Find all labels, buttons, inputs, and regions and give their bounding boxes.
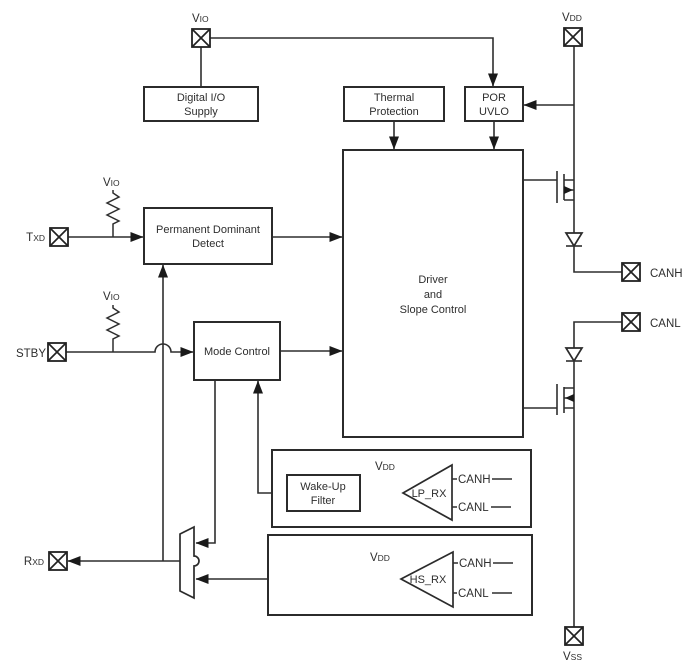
block-label: Filter [311,495,336,507]
hs-rx-canh-label: CANH [459,558,492,570]
lp-rx-supply-label: VDD [375,461,395,473]
pin-txd: TXD [26,227,69,247]
mosfet-low-side [556,384,574,415]
block-label: Permanent Dominant [156,224,260,236]
block-label: Driver [418,274,448,286]
pullup-resistor-txd: VIO [103,177,121,237]
mosfet-high-side [556,171,574,203]
pin-label-stby: STBY [16,348,46,360]
pin-cross [621,262,641,282]
diode-triangle [564,232,584,248]
block-label: POR [482,92,506,104]
mux-body [179,525,200,600]
resistor-zigzag [105,190,121,237]
pin-cross [564,626,584,646]
pin-canh: CANH [621,262,683,282]
pin-cross [49,227,69,247]
block-label: Thermal [374,92,414,104]
pullup-resistor-stby: VIO [103,291,121,352]
resistor-zigzag [105,305,121,352]
block-hs-rx-section: VDD HS_RX CANH CANL [267,534,533,616]
pin-label-rxd: RXD [24,556,44,568]
pullup-vio-label: VIO [103,291,120,303]
pin-label-vdd: VDD [562,12,582,24]
pin-label-txd: TXD [26,232,45,244]
hs-rx-canl-label: CANL [458,588,489,600]
pin-cross [47,342,67,362]
mux-rxd-select [179,525,200,600]
block-label: Detect [192,238,224,250]
block-label: Protection [369,106,419,118]
block-mode-control: Mode Control [193,321,281,381]
block-lp-rx-section: VDD Wake-Up Filter LP_RX CANH CANL [271,449,532,528]
block-por-uvlo: POR UVLO [464,86,524,122]
block-thermal-protection: Thermal Protection [343,86,445,122]
wire-canl-to-lowside [573,321,622,348]
pin-cross [621,312,641,332]
wire-stby-to-mode-control [66,343,194,357]
block-label: UVLO [479,106,509,118]
pin-stby: STBY [16,342,67,362]
block-label: and [424,289,442,301]
diode-high-side [564,232,584,248]
wire-mode-control-to-mux [195,380,216,548]
pin-cross [48,551,68,571]
mosfet-body-arrow [564,186,573,194]
pullup-vio-label: VIO [103,177,120,189]
pin-label-vss: VSS [563,651,582,663]
comparator-label: HS_RX [410,574,447,586]
comparator-label: LP_RX [412,488,448,500]
wire-highside-to-canh [573,246,622,273]
block-driver-slope-control: Driver and Slope Control [342,149,524,438]
block-permanent-dominant-detect: Permanent Dominant Detect [143,207,273,265]
hs-rx-supply-label: VDD [370,552,390,564]
comparator-hs-rx [399,550,454,609]
pin-label-canl: CANL [650,318,681,330]
block-wake-up-filter: Wake-Up Filter [286,474,361,512]
pin-label-canh: CANH [650,268,683,280]
comparator-lp-rx [401,463,453,522]
block-digital-io-supply: Digital I/O Supply [143,86,259,122]
pin-canl: CANL [621,312,681,332]
pin-vdd: VDD [562,12,583,47]
block-label: Digital I/O [177,92,226,104]
pin-cross [191,28,211,48]
block-label: Supply [184,106,218,118]
pin-rxd: RXD [24,551,68,571]
lp-rx-canh-label: CANH [458,474,491,486]
lp-rx-canl-label: CANL [458,502,489,514]
wire-vio-to-por-uvlo [210,37,498,87]
block-label: Mode Control [204,346,270,358]
diode-triangle [564,347,584,363]
pin-vss: VSS [563,626,584,663]
pin-cross [563,27,583,47]
block-label: Slope Control [400,304,467,316]
block-label: Wake-Up [300,481,345,493]
diode-low-side [564,347,584,363]
mosfet-body-arrow [565,394,574,402]
pin-label-vio: VIO [192,13,209,25]
pin-vio: VIO [191,13,211,48]
